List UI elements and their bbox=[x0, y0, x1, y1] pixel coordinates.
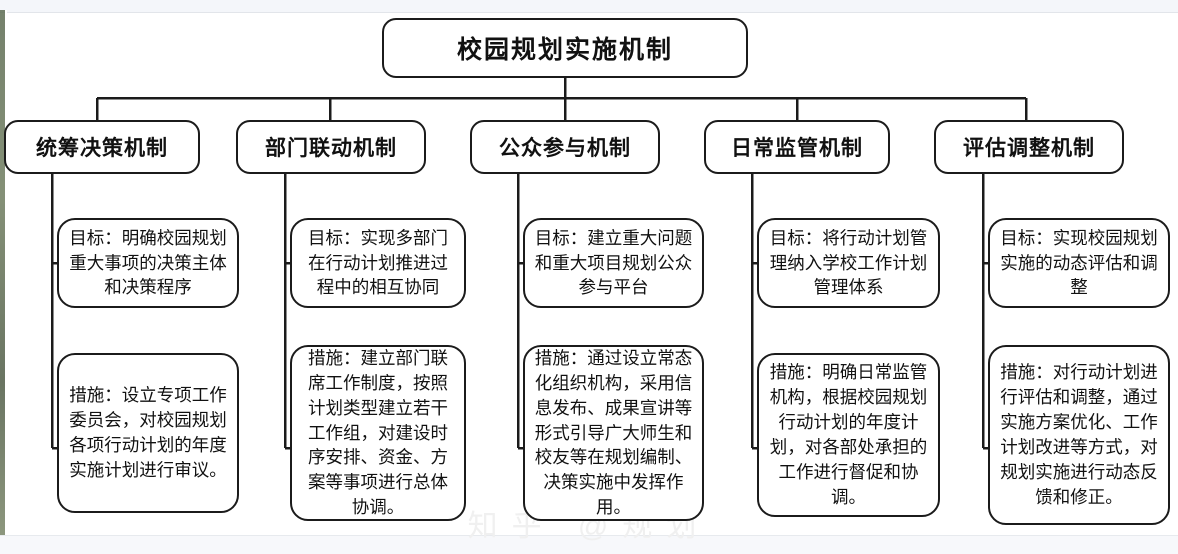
mechanism-node-daily-supervision[interactable]: 日常监管机制 bbox=[704, 120, 890, 174]
goal-text: 目标：实现多部门在行动计划推进过程中的相互协同 bbox=[308, 227, 448, 298]
mechanism-label: 日常监管机制 bbox=[731, 136, 863, 160]
goal-node-daily-supervision[interactable]: 目标：将行动计划管理纳入学校工作计划管理体系 bbox=[757, 218, 940, 308]
mechanism-label: 统筹决策机制 bbox=[36, 136, 168, 160]
measure-node-evaluation-adjustment[interactable]: 措施：对行动计划进行评估和调整，通过实施方案优化、工作计划改进等方式，对规划实施… bbox=[988, 345, 1170, 525]
goal-text: 目标：建立重大问题和重大项目规划公众参与平台 bbox=[534, 227, 693, 298]
mechanism-label: 部门联动机制 bbox=[265, 136, 397, 160]
mechanism-node-overall-decision[interactable]: 统筹决策机制 bbox=[4, 120, 200, 174]
goal-node-evaluation-adjustment[interactable]: 目标：实现校园规划实施的动态评估和调整 bbox=[988, 218, 1170, 308]
measure-text: 措施：设立专项工作委员会，对校园规划各项行动计划的年度实施计划进行审议。 bbox=[69, 385, 227, 480]
page-bottom-strip bbox=[0, 535, 1178, 554]
goal-text: 目标：明确校园规划重大事项的决策主体和决策程序 bbox=[69, 227, 227, 298]
root-node[interactable]: 校园规划实施机制 bbox=[382, 18, 748, 78]
measure-text: 措施：建立部门联席工作制度，按照计划类型建立若干工作组，对建设时序安排、资金、方… bbox=[308, 348, 448, 518]
page-left-edge bbox=[0, 10, 5, 542]
measure-text: 措施：明确日常监管机构，根据校园规划行动计划的年度计划，对各部处承担的工作进行督… bbox=[769, 362, 928, 507]
mechanism-label: 评估调整机制 bbox=[963, 136, 1095, 160]
measure-node-department-linkage[interactable]: 措施：建立部门联席工作制度，按照计划类型建立若干工作组，对建设时序安排、资金、方… bbox=[290, 345, 466, 521]
goal-node-public-participation[interactable]: 目标：建立重大问题和重大项目规划公众参与平台 bbox=[523, 218, 704, 308]
goal-node-overall-decision[interactable]: 目标：明确校园规划重大事项的决策主体和决策程序 bbox=[57, 218, 239, 308]
mechanism-node-evaluation-adjustment[interactable]: 评估调整机制 bbox=[934, 120, 1124, 174]
measure-node-public-participation[interactable]: 措施：通过设立常态化组织机构，采用信息发布、成果宣讲等形式引导广大师生和校友等在… bbox=[523, 345, 704, 521]
mechanism-node-public-participation[interactable]: 公众参与机制 bbox=[470, 120, 660, 174]
root-node-label: 校园规划实施机制 bbox=[456, 37, 673, 64]
goal-text: 目标：将行动计划管理纳入学校工作计划管理体系 bbox=[769, 227, 928, 298]
mechanism-node-department-linkage[interactable]: 部门联动机制 bbox=[236, 120, 426, 174]
goal-node-department-linkage[interactable]: 目标：实现多部门在行动计划推进过程中的相互协同 bbox=[290, 218, 466, 308]
measure-text: 措施：对行动计划进行评估和调整，通过实施方案优化、工作计划改进等方式，对规划实施… bbox=[1000, 362, 1158, 507]
page-left-margin bbox=[5, 10, 7, 542]
page-top-strip bbox=[0, 0, 1178, 13]
measure-node-daily-supervision[interactable]: 措施：明确日常监管机构，根据校园规划行动计划的年度计划，对各部处承担的工作进行督… bbox=[757, 353, 940, 517]
measure-text: 措施：通过设立常态化组织机构，采用信息发布、成果宣讲等形式引导广大师生和校友等在… bbox=[534, 348, 693, 518]
goal-text: 目标：实现校园规划实施的动态评估和调整 bbox=[1000, 227, 1158, 298]
measure-node-overall-decision[interactable]: 措施：设立专项工作委员会，对校园规划各项行动计划的年度实施计划进行审议。 bbox=[57, 353, 239, 513]
mechanism-label: 公众参与机制 bbox=[499, 136, 631, 160]
